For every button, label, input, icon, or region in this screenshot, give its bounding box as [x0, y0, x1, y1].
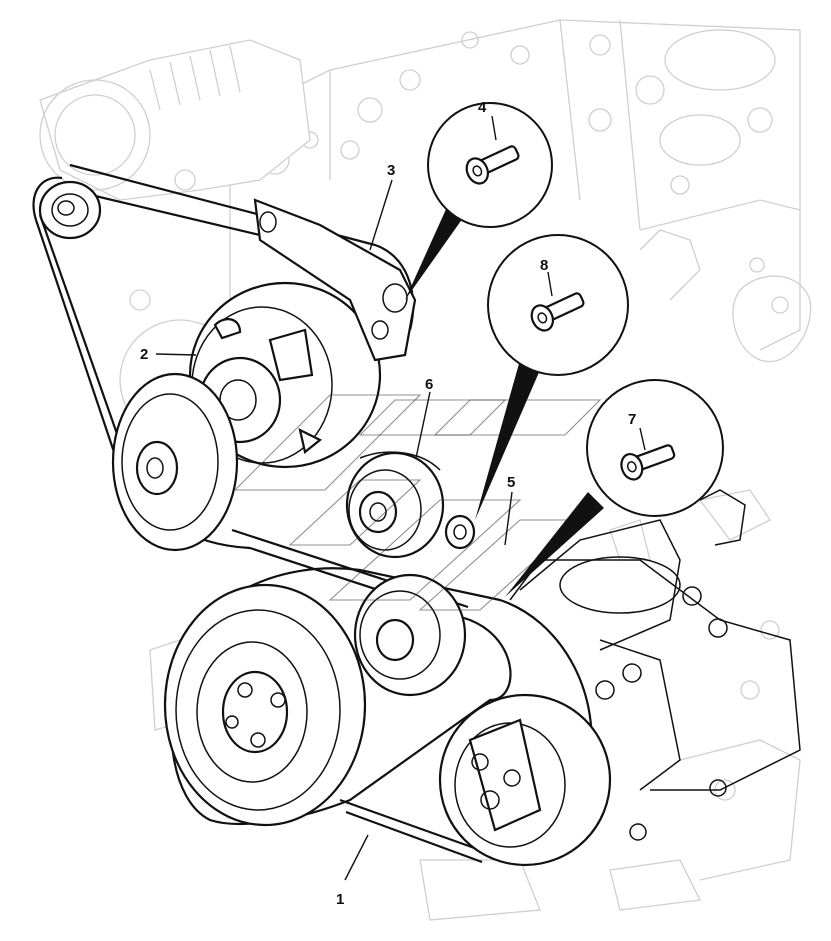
callout-3: 3 — [369, 162, 395, 251]
engine-block-background — [39, 19, 812, 921]
detail-callout-8: 8 — [475, 234, 629, 520]
callout-label-2: 2 — [140, 346, 148, 363]
water-pump-pulley — [188, 281, 382, 469]
callout-2: 2 — [140, 346, 197, 363]
callout-5: 5 — [504, 474, 515, 546]
tensioner-bolt-5 — [444, 514, 476, 550]
callout-label-3: 3 — [387, 162, 395, 179]
callout-label-8: 8 — [540, 257, 548, 274]
ac-compressor — [438, 559, 801, 867]
callout-6: 6 — [415, 376, 433, 459]
coolant-outlet-pipe — [519, 489, 746, 651]
callout-label-5: 5 — [507, 474, 515, 491]
callout-label-4: 4 — [478, 99, 487, 116]
callout-1: 1 — [336, 834, 369, 908]
crankshaft-pulley — [163, 583, 367, 827]
callout-label-6: 6 — [425, 376, 433, 393]
tensioner-pulley-left — [111, 372, 239, 552]
callout-label-7: 7 — [628, 411, 636, 428]
lower-idler-pulley — [353, 573, 467, 697]
callout-label-1: 1 — [336, 891, 344, 908]
detail-callout-7: 7 — [505, 379, 724, 597]
idler-pulley — [345, 451, 445, 559]
detail-callout-4: 4 — [405, 99, 553, 300]
tensioner-bracket — [253, 198, 417, 362]
